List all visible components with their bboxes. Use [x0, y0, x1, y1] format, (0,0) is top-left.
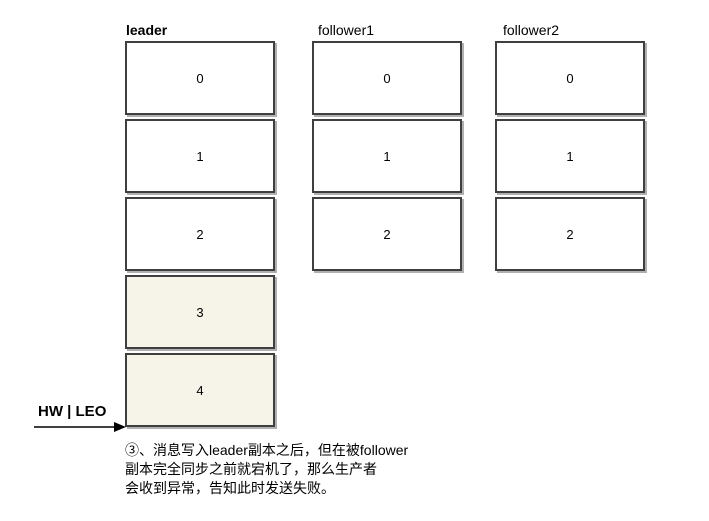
hw-leo-label: HW | LEO [38, 403, 107, 420]
log-entry: 4 [125, 353, 275, 427]
log-entry-value: 0 [383, 70, 391, 86]
caption-line-1: ③、消息写入leader副本之后，但在被follower [125, 442, 409, 458]
log-entry-value: 4 [196, 382, 204, 398]
log-entry: 1 [495, 119, 645, 193]
replica-label: leader [126, 22, 168, 38]
replica-label: follower1 [318, 22, 375, 38]
log-entry-value: 1 [383, 148, 391, 164]
log-entry-value: 3 [196, 304, 204, 320]
hw-leo-arrow-icon [34, 422, 126, 432]
log-cells: 0 1 2 3 4 [125, 41, 285, 427]
replica-column-follower2: follower2 0 1 2 [495, 22, 655, 275]
log-entry-value: 2 [566, 226, 574, 242]
log-entry: 2 [312, 197, 462, 271]
log-entry-value: 2 [196, 226, 204, 242]
caption-text: ③、消息写入leader副本之后，但在被follower 副本完全同步之前就宕机… [125, 441, 408, 498]
log-cells: 0 1 2 [312, 41, 472, 271]
log-entry-value: 1 [196, 148, 204, 164]
replica-column-follower1: follower1 0 1 2 [312, 22, 472, 275]
log-entry: 2 [495, 197, 645, 271]
log-entry: 0 [125, 41, 275, 115]
log-entry-value: 0 [196, 70, 204, 86]
replica-label: follower2 [503, 22, 560, 38]
log-entry: 1 [125, 119, 275, 193]
log-entry: 0 [495, 41, 645, 115]
replica-column-leader: leader 0 1 2 3 4 [125, 22, 285, 431]
caption-line-2: 副本完全同步之前就宕机了，那么生产者 [125, 461, 377, 477]
log-entry-value: 2 [383, 226, 391, 242]
log-entry: 0 [312, 41, 462, 115]
log-cells: 0 1 2 [495, 41, 655, 271]
log-entry-value: 0 [566, 70, 574, 86]
caption-line-3: 会收到异常，告知此时发送失败。 [125, 480, 335, 496]
log-entry-value: 1 [566, 148, 574, 164]
log-entry: 2 [125, 197, 275, 271]
log-entry: 1 [312, 119, 462, 193]
log-entry: 3 [125, 275, 275, 349]
